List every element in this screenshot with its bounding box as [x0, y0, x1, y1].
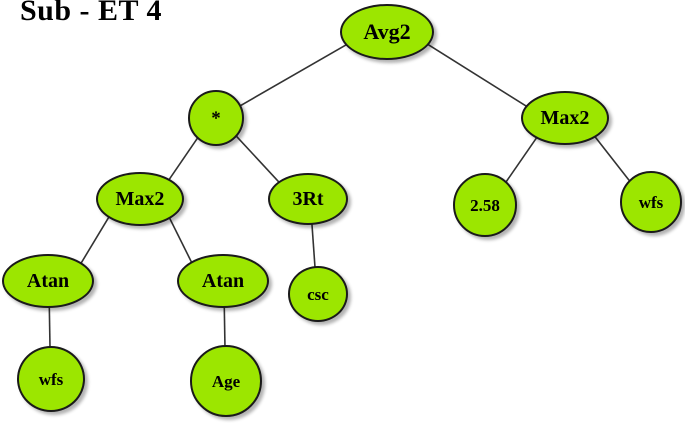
tree-node-label: Avg2 — [363, 19, 411, 44]
tree-edge — [223, 305, 226, 347]
page-title: Sub - ET 4 — [20, 0, 163, 27]
tree-node-label: Atan — [26, 270, 70, 292]
tree-node-label: wfs — [38, 369, 64, 389]
tree-node-label: 3Rt — [292, 188, 324, 210]
tree-node-rt3[interactable]: 3Rt — [268, 173, 348, 225]
tree-node-label: Max2 — [540, 107, 590, 129]
tree-node-label: Max2 — [115, 188, 165, 210]
tree-node-label: 2.58 — [470, 195, 500, 215]
tree-node-max2l[interactable]: Max2 — [96, 172, 184, 226]
tree-edge — [167, 136, 200, 181]
tree-edge — [234, 134, 281, 184]
tree-node-wfsb[interactable]: wfs — [17, 346, 85, 412]
tree-node-wfsr[interactable]: wfs — [620, 171, 682, 233]
tree-edge — [48, 305, 51, 348]
tree-edge — [425, 42, 528, 108]
tree-edge — [79, 215, 111, 265]
tree-node-csc[interactable]: csc — [288, 266, 348, 322]
tree-edge — [311, 222, 316, 268]
tree-node-atanr[interactable]: Atan — [177, 254, 269, 308]
tree-node-age[interactable]: Age — [190, 345, 262, 417]
tree-node-label: wfs — [638, 192, 664, 212]
tree-node-atanl[interactable]: Atan — [2, 254, 94, 308]
tree-node-mul[interactable]: * — [188, 90, 244, 146]
tree-node-label: * — [211, 107, 221, 129]
tree-edge — [504, 135, 539, 184]
tree-node-label: Age — [211, 371, 241, 391]
tree-node-num258[interactable]: 2.58 — [453, 173, 517, 237]
tree-node-max2r[interactable]: Max2 — [521, 91, 609, 145]
tree-edge — [593, 134, 631, 182]
tree-node-avg2[interactable]: Avg2 — [340, 4, 434, 60]
tree-edge — [239, 42, 349, 107]
tree-node-label: Atan — [201, 270, 245, 292]
tree-node-label: csc — [307, 284, 329, 304]
tree-edge — [168, 216, 193, 264]
